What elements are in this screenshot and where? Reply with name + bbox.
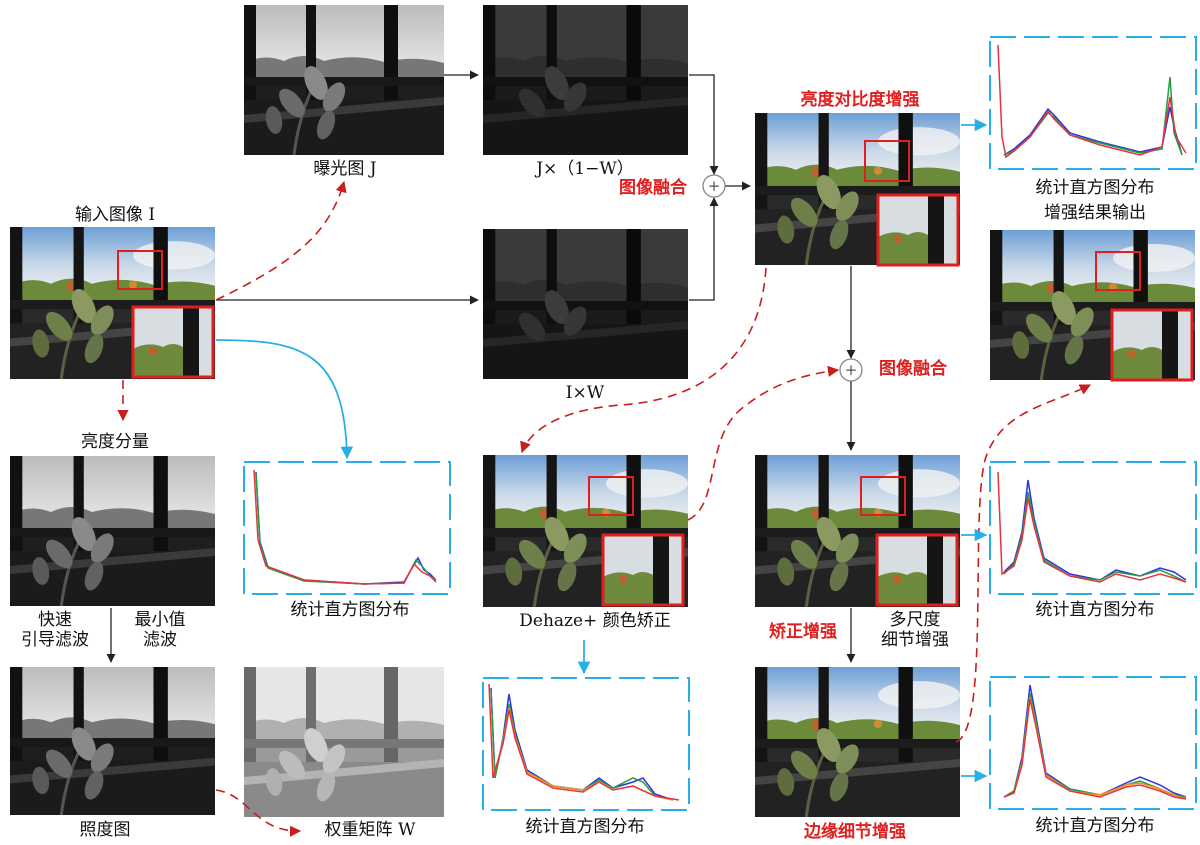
label-fusion-mid: 图像融合 bbox=[879, 359, 947, 379]
fusion-node-mid: + bbox=[839, 358, 863, 382]
multiscale-image bbox=[755, 455, 960, 607]
j-times-image bbox=[483, 5, 688, 155]
blue-arrow-input-to-hist bbox=[215, 339, 354, 460]
label-min-filter: 最小值 滤波 bbox=[134, 610, 186, 650]
label-contrast-enhancement: 亮度对比度增强 bbox=[800, 90, 920, 110]
label-hist-top: 统计直方图分布 bbox=[1035, 178, 1155, 198]
exposure-map-image bbox=[244, 5, 444, 155]
label-hist-luminance: 统计直方图分布 bbox=[290, 600, 410, 620]
curve-red bbox=[488, 683, 680, 801]
label-weight-matrix: 权重矩阵 W bbox=[324, 820, 416, 840]
label-i-times-w: I×W bbox=[565, 383, 605, 403]
label-input-image: 输入图像 I bbox=[74, 205, 156, 225]
label-fusion-top: 图像融合 bbox=[619, 178, 687, 198]
label-fast-guided-filter: 快速 引导滤波 bbox=[21, 610, 89, 650]
histogram-mid bbox=[989, 461, 1197, 595]
histogram-luminance bbox=[243, 461, 451, 595]
label-correction-enhancement: 矫正增强 bbox=[769, 622, 837, 642]
contrast-enhanced-image bbox=[755, 113, 960, 267]
label-result-output: 增强结果输出 bbox=[1044, 203, 1146, 223]
svg-text:+: + bbox=[845, 361, 858, 379]
fusion-node-top: + bbox=[702, 174, 726, 198]
result-output-image bbox=[990, 230, 1195, 382]
red-arrow-input-to-exposure bbox=[215, 180, 347, 301]
label-edge-enhancement: 边缘细节增强 bbox=[804, 822, 906, 842]
label-dehaze: Dehaze+ 颜色矫正 bbox=[519, 611, 671, 631]
curve-red bbox=[997, 471, 1187, 583]
curve-red bbox=[253, 469, 437, 585]
dehaze-image bbox=[483, 455, 688, 607]
i-times-w-image bbox=[483, 229, 688, 379]
histogram-dehaze bbox=[482, 677, 690, 811]
label-hist-bottom: 统计直方图分布 bbox=[1035, 816, 1155, 836]
illumination-image bbox=[10, 667, 215, 815]
label-exposure-map: 曝光图 J bbox=[313, 159, 377, 179]
arrow-iw-to-fusion bbox=[689, 197, 719, 301]
label-multiscale: 多尺度 细节增强 bbox=[881, 610, 949, 650]
weight-matrix-image bbox=[244, 667, 444, 817]
curve-blue bbox=[1003, 106, 1183, 156]
red-arrow-enhanced-to-dehaze bbox=[520, 267, 767, 454]
edge-detail-image bbox=[755, 667, 960, 817]
input-image bbox=[10, 227, 215, 379]
red-arrow-illumination-to-weight bbox=[215, 789, 302, 837]
label-hist-dehaze: 统计直方图分布 bbox=[525, 817, 645, 837]
label-illumination: 照度图 bbox=[79, 820, 131, 840]
label-j-times: J×（1−W） bbox=[536, 159, 634, 179]
arrow-jtimes-to-fusion bbox=[689, 74, 719, 175]
histogram-bottom bbox=[989, 676, 1197, 810]
label-luminance: 亮度分量 bbox=[81, 432, 149, 452]
curve-red bbox=[997, 44, 1187, 159]
svg-text:+: + bbox=[708, 177, 721, 195]
red-arrow-edge-to-output bbox=[955, 384, 1092, 743]
luminance-image bbox=[10, 456, 215, 606]
histogram-top bbox=[989, 36, 1197, 170]
curve-red bbox=[1003, 698, 1187, 800]
label-hist-mid: 统计直方图分布 bbox=[1035, 600, 1155, 620]
red-arrow-dehaze-to-fusion2 bbox=[687, 365, 840, 521]
